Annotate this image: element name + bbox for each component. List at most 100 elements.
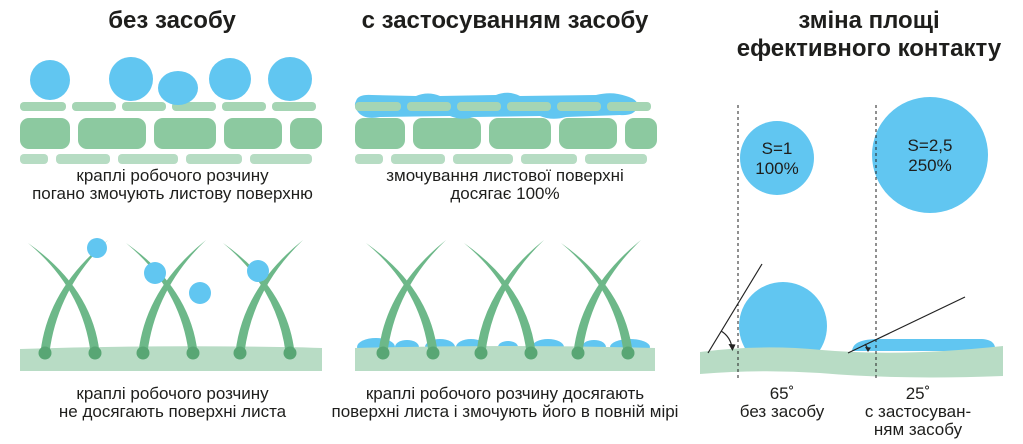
angle-arrowhead (865, 347, 871, 352)
header-without-product: без засобу (108, 7, 236, 34)
water-drop (109, 57, 153, 101)
leaf-cell (521, 154, 577, 164)
leaf-hair (464, 243, 536, 352)
caption-line: краплі робочого розчину (76, 384, 269, 403)
area-percent: 250% (908, 156, 952, 175)
leaf-hair (138, 240, 206, 352)
leaf-hairs-without-product (20, 238, 322, 371)
header-line: зміна площі (798, 7, 940, 34)
leaf-cell-top-row (20, 102, 316, 111)
leaf-cell (585, 154, 647, 164)
angle-value: 65˚ (769, 384, 795, 403)
leaf-hair (223, 243, 295, 352)
leaf-hair (28, 243, 100, 352)
caption-line: погано змочують листову поверхню (32, 184, 313, 203)
leaf-cell (20, 118, 70, 149)
hair-base (376, 346, 390, 360)
leaf-cell (489, 118, 551, 149)
water-drop (247, 260, 269, 282)
angle-caption: без засобу (739, 402, 825, 421)
angle-label-with: 25˚ с застосуван- ням засобу (848, 385, 988, 439)
leaf-cell-thin (355, 102, 401, 111)
leaf-cell (78, 118, 146, 149)
angle-caption: с застосуван- (864, 402, 972, 421)
leaf-cell (391, 154, 445, 164)
caption-with-top: змочування листової поверхні досягає 100… (330, 167, 680, 203)
leaf-hairs (28, 240, 303, 360)
leaf-cell-thin (72, 102, 116, 111)
leaf-cell-rows (20, 118, 322, 164)
leaf-cell-thin (20, 102, 66, 111)
caption-line: поверхні листа і змочують його в повній … (331, 402, 679, 421)
leaf-hair (378, 240, 446, 352)
hair-base (524, 346, 538, 360)
water-drop (189, 282, 211, 304)
angle-label-without: 65˚ без засобу (722, 385, 842, 421)
tangent-line (847, 296, 966, 354)
caption-line: досягає 100% (450, 184, 560, 203)
caption-line: краплі робочого розчину (76, 166, 269, 185)
tangent-line (707, 263, 763, 354)
area-label-without: S=1 100% (727, 139, 827, 179)
leaf-cell-thin (272, 102, 316, 111)
area-value: S=1 (761, 139, 793, 158)
leaf-surface-strip (355, 346, 655, 371)
caption-without-top: краплі робочого розчину погано змочують … (0, 167, 345, 203)
leaf-surface-without-product (20, 57, 322, 164)
header-with-product: с застосуванням засобу (361, 7, 649, 34)
hair-base (571, 346, 585, 360)
leaf-hair (561, 243, 633, 352)
leaf-hair (366, 243, 438, 352)
angle-arrowhead (728, 344, 736, 351)
header-contact-area: зміна площі ефективного контакту (719, 7, 1019, 63)
caption-line: не досягають поверхні листа (58, 402, 287, 421)
leaf-hair (40, 240, 108, 352)
leaf-hairs (366, 240, 641, 360)
leaf-hair (476, 240, 544, 352)
leaf-cell-thin (557, 102, 601, 111)
hair-base (474, 346, 488, 360)
leaf-cell (20, 154, 48, 164)
leaf-cell (186, 154, 242, 164)
hair-base (38, 346, 52, 360)
hair-base (186, 346, 200, 360)
area-percent: 100% (755, 159, 799, 178)
caption-without-bottom: краплі робочого розчину не досягають пов… (0, 385, 345, 421)
angle-value: 25˚ (905, 384, 931, 403)
caption-with-bottom: краплі робочого розчину досягають поверх… (295, 385, 715, 421)
area-label-with: S=2,5 250% (880, 136, 980, 176)
hair-base (426, 346, 440, 360)
contact-area-large (872, 97, 988, 213)
leaf-cell-thin (607, 102, 651, 111)
angle-caption: ням засобу (873, 420, 963, 439)
leaf-cell (453, 154, 513, 164)
hair-base (621, 346, 635, 360)
leaf-cell (250, 154, 312, 164)
leaf-cell (56, 154, 110, 164)
water-drop (30, 60, 70, 100)
water-drop (209, 58, 251, 100)
leaf-cell (355, 154, 383, 164)
leaf-cell (154, 118, 216, 149)
leaf-cell (224, 118, 282, 149)
water-drop (144, 262, 166, 284)
leaf-hair (126, 243, 198, 352)
hair-base (233, 346, 247, 360)
drop-low-contact-angle (852, 339, 996, 351)
caption-line: краплі робочого розчину досягають (365, 384, 645, 403)
leaf-surface-with-product (354, 92, 657, 164)
hair-base (88, 346, 102, 360)
hair-base (136, 346, 150, 360)
leaf-cell (625, 118, 657, 149)
leaf-cell-thin (407, 102, 451, 111)
water-drop (158, 71, 198, 105)
leaf-cell (118, 154, 178, 164)
leaf-cell-top-row (355, 102, 651, 111)
leaf-surface-strip (700, 346, 1003, 378)
leaf-cell (559, 118, 617, 149)
leaf-hair (573, 240, 641, 352)
caption-line: змочування листової поверхні (386, 166, 624, 185)
leaf-cell-thin (222, 102, 266, 111)
